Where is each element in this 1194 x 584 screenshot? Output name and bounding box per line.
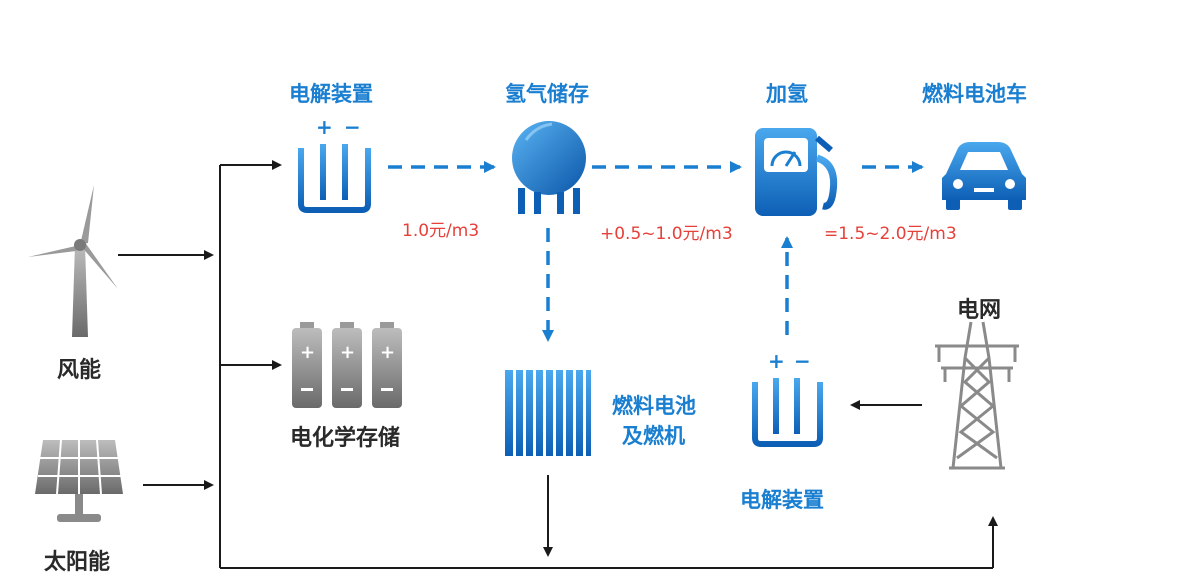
grid-label: 电网	[957, 298, 1002, 323]
wind-label: 风能	[57, 358, 102, 383]
svg-text:+: +	[768, 349, 785, 373]
storage-price: +0.5~1.0元/m3	[600, 224, 733, 244]
electrolysis-price: 1.0元/m3	[402, 221, 480, 241]
car-icon	[942, 142, 1026, 210]
source-bus	[118, 160, 998, 569]
battery-icon: + + +	[292, 322, 402, 408]
svg-text:+: +	[340, 342, 355, 363]
wind-turbine-icon	[28, 185, 118, 337]
electrolyzer-icon: + −	[298, 115, 371, 213]
hydrogen-tank-icon	[512, 121, 586, 214]
solar-label: 太阳能	[44, 550, 111, 575]
electrochemical-storage-label: 电化学存储	[290, 426, 401, 451]
electrolyzer-top-label: 电解装置	[289, 82, 373, 106]
refuel-price: =1.5~2.0元/m3	[824, 224, 957, 244]
power-tower-icon	[935, 321, 1019, 470]
svg-text:+: +	[380, 342, 395, 363]
svg-text:−: −	[344, 115, 361, 139]
fuel-pump-icon	[755, 128, 838, 216]
electrolyzer-bottom-label: 电解装置	[740, 488, 824, 512]
fuel-cell-label-line2: 及燃机	[622, 424, 685, 448]
svg-text:+: +	[316, 115, 333, 139]
svg-text:+: +	[300, 342, 315, 363]
electrolyzer-bottom-icon: + −	[752, 349, 823, 447]
fuel-cell-label-line1: 燃料电池	[612, 394, 696, 418]
fuel-cell-stack-icon	[505, 370, 591, 456]
refueling-label: 加氢	[766, 82, 808, 106]
svg-text:−: −	[794, 349, 811, 373]
solar-panel-icon	[35, 439, 123, 522]
fuel-cell-car-label: 燃料电池车	[922, 82, 1027, 106]
hydrogen-flow	[388, 161, 924, 342]
hydrogen-storage-label: 氢气储存	[505, 82, 589, 106]
